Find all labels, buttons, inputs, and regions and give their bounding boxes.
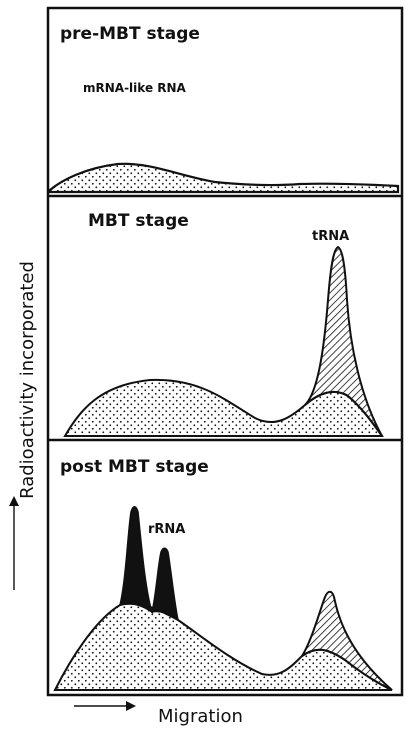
mrna-label: mRNA-like RNA bbox=[83, 81, 187, 95]
y-axis-arrow bbox=[9, 496, 19, 590]
trna-peak bbox=[304, 245, 383, 437]
panel-pre-mbt: pre-MBT stage mRNA-like RNA bbox=[48, 24, 400, 194]
panel-mbt: MBT stage tRNA bbox=[63, 211, 384, 437]
post-trna-peak bbox=[301, 590, 393, 691]
x-axis-arrow bbox=[74, 701, 136, 711]
panel-title: pre-MBT stage bbox=[60, 24, 200, 44]
mrna-profile bbox=[48, 162, 400, 194]
rrna-label: rRNA bbox=[148, 522, 185, 537]
panel-title: MBT stage bbox=[88, 211, 189, 231]
y-axis: Radioactivity incorporated bbox=[17, 261, 38, 499]
trna-label: tRNA bbox=[312, 229, 349, 244]
rrna-peak-small bbox=[150, 547, 180, 622]
x-axis-label: Migration bbox=[158, 706, 243, 727]
panel-title: post MBT stage bbox=[60, 457, 209, 477]
panel-post-mbt: post MBT stage rRNA bbox=[53, 457, 393, 691]
rrna-peak-large bbox=[118, 506, 154, 614]
y-axis-label: Radioactivity incorporated bbox=[17, 261, 38, 499]
figure-frame bbox=[46, 6, 404, 697]
